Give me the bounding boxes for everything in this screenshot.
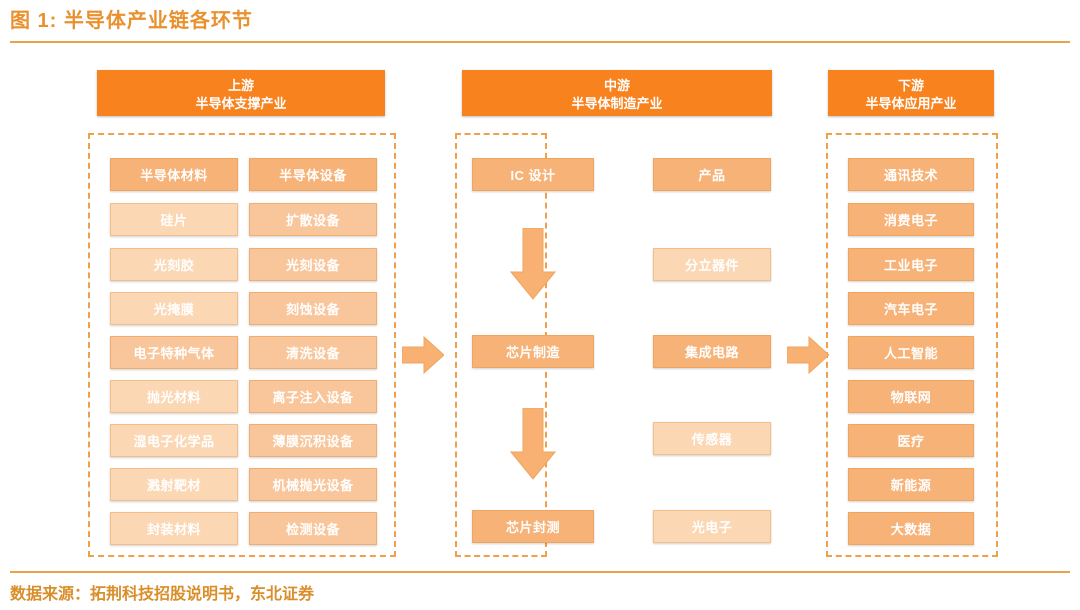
section-header-downstream-line2: 半导体应用产业 — [865, 96, 957, 111]
node-equipment-1[interactable]: 扩散设备 — [249, 203, 377, 236]
node-application-4[interactable]: 人工智能 — [848, 336, 974, 369]
node-material-5[interactable]: 抛光材料 — [110, 380, 238, 413]
section-header-midstream-line2: 半导体制造产业 — [571, 96, 663, 111]
arrow-right-icon-upstream-to-midstream — [402, 335, 444, 375]
node-material-8[interactable]: 封装材料 — [110, 512, 238, 545]
arrow-down-icon-design-to-fab — [510, 228, 556, 300]
node-material-1[interactable]: 硅片 — [110, 203, 238, 236]
section-header-upstream-line2: 半导体支撑产业 — [195, 96, 287, 111]
section-header-midstream: 中游 半导体制造产业 — [462, 70, 772, 116]
section-header-upstream-line1: 上游 — [227, 78, 254, 93]
source-note: 数据来源：拓荆科技招股说明书，东北证券 — [10, 586, 315, 603]
node-product-0[interactable]: 产品 — [653, 158, 771, 191]
section-header-downstream: 下游 半导体应用产业 — [828, 70, 994, 116]
node-equipment-2[interactable]: 光刻设备 — [249, 248, 377, 281]
node-material-3[interactable]: 光掩膜 — [110, 292, 238, 325]
node-material-4[interactable]: 电子特种气体 — [110, 336, 238, 369]
node-application-7[interactable]: 新能源 — [848, 468, 974, 501]
group-frame-upstream — [88, 133, 396, 557]
node-application-6[interactable]: 医疗 — [848, 424, 974, 457]
node-application-1[interactable]: 消费电子 — [848, 203, 974, 236]
node-application-8[interactable]: 大数据 — [848, 512, 974, 545]
footer-divider — [10, 571, 1070, 573]
node-product-2[interactable]: 集成电路 — [653, 335, 771, 368]
node-equipment-3[interactable]: 刻蚀设备 — [249, 292, 377, 325]
arrow-right-icon-midstream-to-downstream — [787, 335, 829, 375]
node-application-0[interactable]: 通讯技术 — [848, 158, 974, 191]
group-frame-downstream — [826, 133, 998, 557]
node-equipment-4[interactable]: 清洗设备 — [249, 336, 377, 369]
node-material-6[interactable]: 湿电子化学品 — [110, 424, 238, 457]
node-process-0[interactable]: IC 设计 — [472, 158, 594, 191]
node-application-2[interactable]: 工业电子 — [848, 248, 974, 281]
node-equipment-8[interactable]: 检测设备 — [249, 512, 377, 545]
node-application-3[interactable]: 汽车电子 — [848, 292, 974, 325]
node-material-0[interactable]: 半导体材料 — [110, 158, 238, 191]
node-material-2[interactable]: 光刻胶 — [110, 248, 238, 281]
node-material-7[interactable]: 溅射靶材 — [110, 468, 238, 501]
node-process-1[interactable]: 芯片制造 — [472, 335, 594, 368]
node-application-5[interactable]: 物联网 — [848, 380, 974, 413]
node-equipment-7[interactable]: 机械抛光设备 — [249, 468, 377, 501]
node-equipment-5[interactable]: 离子注入设备 — [249, 380, 377, 413]
section-header-midstream-line1: 中游 — [603, 78, 630, 93]
section-header-upstream: 上游 半导体支撑产业 — [97, 70, 385, 116]
node-equipment-6[interactable]: 薄膜沉积设备 — [249, 424, 377, 457]
section-header-downstream-line1: 下游 — [897, 78, 924, 93]
arrow-down-icon-fab-to-package — [510, 408, 556, 480]
node-equipment-0[interactable]: 半导体设备 — [249, 158, 377, 191]
node-product-4[interactable]: 光电子 — [653, 510, 771, 543]
node-process-2[interactable]: 芯片封测 — [472, 510, 594, 543]
node-product-3[interactable]: 传感器 — [653, 422, 771, 455]
page-title: 图 1: 半导体产业链各环节 — [10, 10, 253, 32]
title-divider — [10, 41, 1070, 43]
node-product-1[interactable]: 分立器件 — [653, 248, 771, 281]
